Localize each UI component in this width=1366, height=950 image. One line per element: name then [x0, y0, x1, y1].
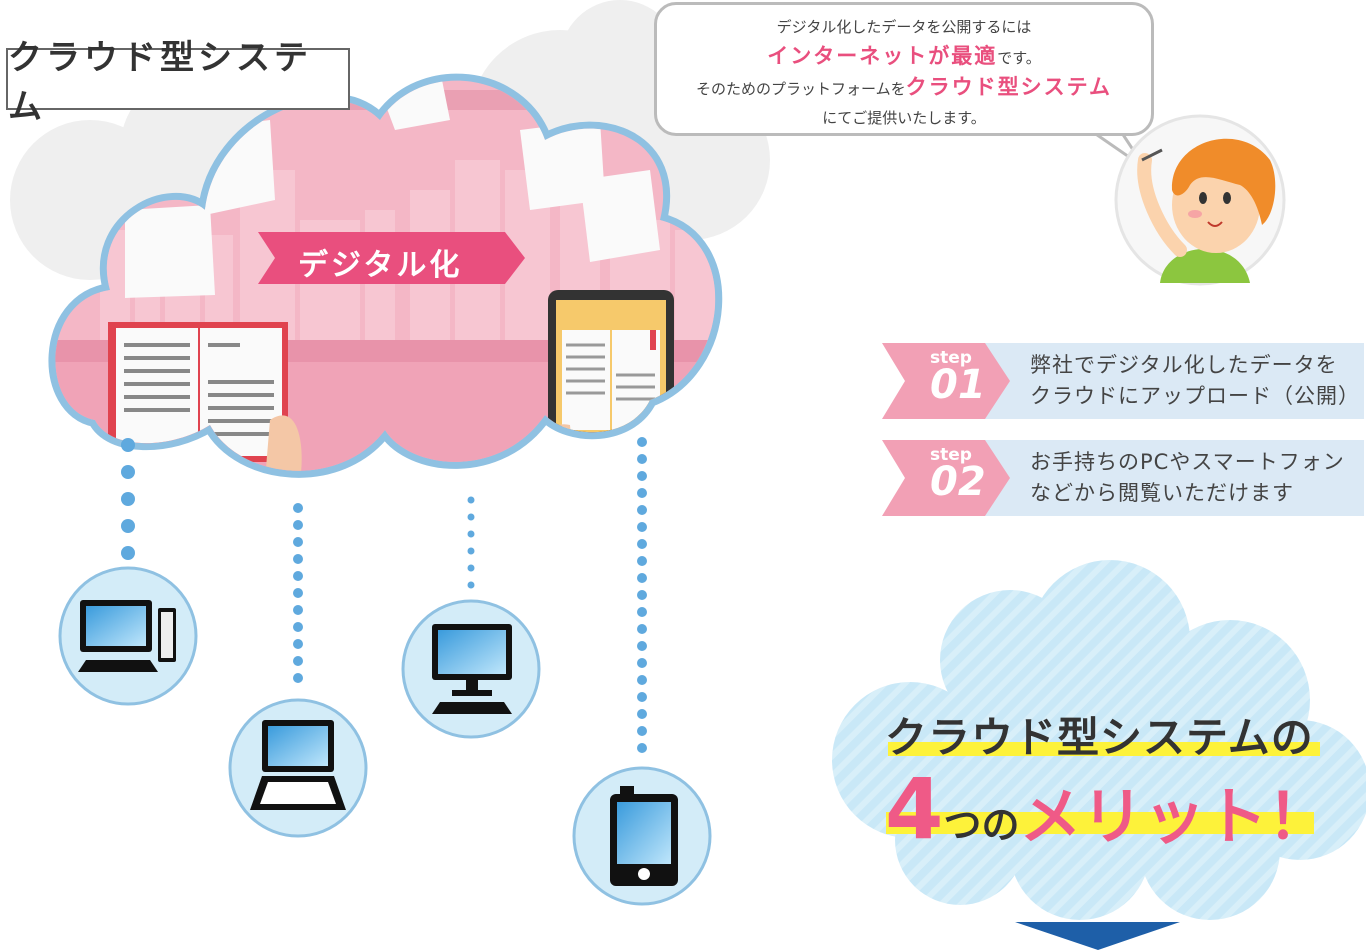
connector-dot [293, 588, 303, 598]
connector-dot [637, 454, 647, 464]
connector-dot [637, 471, 647, 481]
connector-dot [293, 673, 303, 683]
desktop-pc-icon [78, 600, 176, 672]
connector-dot [293, 639, 303, 649]
bubble-emphasis-cloud: クラウド型システム [905, 75, 1112, 99]
down-arrow-icon [1015, 922, 1180, 950]
step-01-line-2: クラウドにアップロード（公開） [1030, 384, 1360, 408]
connector-dot [637, 658, 647, 668]
connector-dot [467, 581, 475, 589]
connector-dot [637, 437, 647, 447]
connector-dot [637, 573, 647, 583]
bubble-line-1: デジタル化したデータを公開するには [776, 18, 1032, 36]
connector-dot [637, 692, 647, 702]
bubble-line-4: にてご提供いたします。 [822, 109, 986, 127]
connector-dot [637, 675, 647, 685]
highlight-2 [886, 812, 1314, 834]
connector-dot [293, 537, 303, 547]
connector-dot [637, 556, 647, 566]
monitor-icon [432, 624, 512, 714]
step-01-text: 弊社でデジタル化したデータを クラウドにアップロード（公開） [1030, 350, 1360, 412]
connector-dot [293, 571, 303, 581]
connector-dot [637, 641, 647, 651]
step-02-number: 02 [930, 459, 986, 505]
step-02-marker: step 02 [930, 445, 986, 505]
connector-dot [637, 709, 647, 719]
step-graphics [882, 343, 1364, 516]
laptop-icon [250, 720, 346, 810]
connector-dot [293, 656, 303, 666]
connector-dot [467, 530, 475, 538]
connector-dot [467, 496, 475, 504]
merit-particle: つの [943, 803, 1020, 847]
connector-dot [637, 590, 647, 600]
connector-dot [637, 726, 647, 736]
connector-dot [467, 564, 475, 572]
connector-dot [637, 488, 647, 498]
connector-dot [637, 624, 647, 634]
bubble-emphasis-internet: インターネットが最適 [767, 44, 998, 68]
connector-dot [637, 539, 647, 549]
connector-dot [293, 622, 303, 632]
speech-bubble: デジタル化したデータを公開するには インターネットが最適です。 そのためのプラッ… [654, 2, 1154, 136]
connector-dot [637, 522, 647, 532]
step-02-word: step [930, 445, 972, 465]
connector-dot [637, 743, 647, 753]
connector-dot [293, 503, 303, 513]
step-01-number: 01 [930, 362, 986, 408]
highlight-1 [888, 742, 1320, 756]
connector-dot [293, 605, 303, 615]
bubble-line-3-head: そのためのプラットフォームを [696, 80, 906, 98]
connection-dots [121, 438, 135, 560]
smartphone-icon [610, 786, 678, 886]
page-title: クラウド型システム [6, 38, 350, 127]
connector-dot [637, 607, 647, 617]
boy-illustration [1114, 114, 1286, 286]
bubble-line-2-tail: です。 [997, 49, 1041, 67]
step-01-line-1: 弊社でデジタル化したデータを [1030, 353, 1338, 377]
digitization-label: デジタル化 [298, 248, 463, 283]
connector-dot [293, 554, 303, 564]
step-02-line-2: などから閲覧いただけます [1030, 481, 1294, 505]
step-01-word: step [930, 348, 972, 368]
merit-count: 4 [885, 760, 944, 858]
step-02-line-1: お手持ちのPCやスマートフォン [1030, 450, 1345, 474]
merit-word: メリット！ [1019, 780, 1330, 853]
connector-dot [467, 513, 475, 521]
step-01-marker: step 01 [930, 348, 986, 408]
merit-heading: クラウド型システムの [885, 713, 1314, 762]
step-02-text: お手持ちのPCやスマートフォン などから閲覧いただけます [1030, 447, 1345, 509]
connector-dot [637, 505, 647, 515]
merit-subheading: 4つのメリット！ [885, 760, 1329, 858]
connector-dot [293, 520, 303, 530]
connector-dot [467, 547, 475, 555]
